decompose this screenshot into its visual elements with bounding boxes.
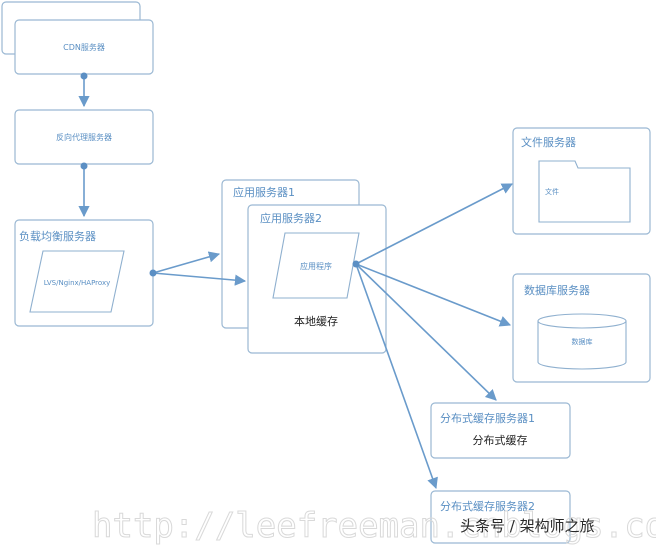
app-server-2-label: 应用服务器2	[260, 211, 322, 225]
edge-app-to-file	[355, 183, 513, 265]
folder-icon	[538, 160, 631, 223]
cdn-server-label: CDN服务器	[63, 42, 105, 52]
edge-lb-to-app1	[152, 251, 221, 274]
source-caption: 头条号 / 架构师之旅	[460, 517, 595, 535]
dist-cache-2-label: 分布式缓存服务器2	[440, 499, 535, 513]
load-balancer-label: 负载均衡服务器	[19, 229, 96, 243]
local-cache-label: 本地缓存	[294, 314, 338, 328]
dist-cache-1-box	[430, 402, 571, 459]
application-label: 应用程序	[300, 261, 332, 271]
file-server-label: 文件服务器	[521, 135, 576, 149]
load-balancer-inner-label: LVS/Nginx/HAProxy	[44, 279, 111, 287]
cdn-connector-dot	[80, 72, 88, 80]
edge-app-to-cache1	[355, 263, 497, 401]
proxy-connector-dot	[80, 162, 88, 170]
load-balancer-shape	[29, 250, 125, 313]
dist-cache-2-box	[430, 490, 571, 544]
db-server-label: 数据库服务器	[524, 283, 590, 297]
reverse-proxy-label: 反向代理服务器	[56, 132, 112, 142]
application-shape	[272, 232, 360, 299]
dist-cache-1-label: 分布式缓存服务器1	[440, 411, 535, 425]
edge-app-to-db	[355, 263, 512, 327]
edge-lb-to-app2	[152, 272, 247, 286]
app-connector-dot	[352, 260, 360, 268]
database-cylinder-icon	[537, 313, 627, 370]
watermark-text: http://leefreeman.cnblogs.com	[92, 506, 656, 546]
edge-app-to-cache2	[355, 263, 438, 490]
database-label: 数据库	[572, 337, 593, 346]
app-server-1-label: 应用服务器1	[233, 185, 295, 199]
dist-cache-1-inner-label: 分布式缓存	[473, 433, 528, 447]
file-label: 文件	[545, 187, 559, 196]
lb-connector-dot	[149, 269, 157, 277]
